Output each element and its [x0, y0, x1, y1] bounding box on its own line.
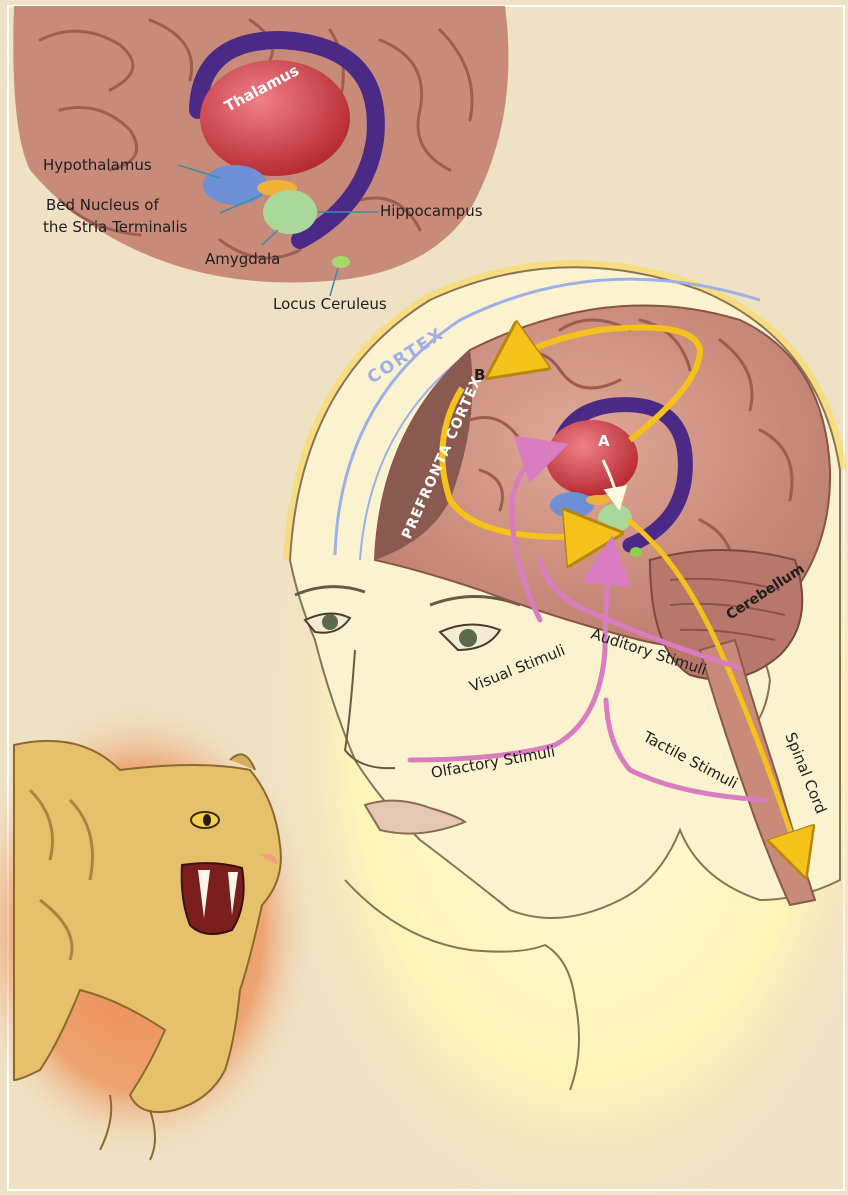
amygdala — [598, 504, 632, 532]
inset-locus-ceruleus — [332, 256, 350, 268]
label-point-a: A — [598, 432, 610, 450]
label-amygdala: Amygdala — [205, 250, 280, 268]
inset-amygdala — [263, 190, 317, 234]
hypothalamus — [550, 492, 594, 518]
label-hippocampus: Hippocampus — [380, 202, 483, 220]
thalamus — [546, 420, 638, 496]
label-locus-ceruleus: Locus Ceruleus — [273, 295, 387, 313]
inset-hypothalamus — [203, 165, 267, 205]
label-hypothalamus: Hypothalamus — [43, 156, 152, 174]
label-bed-nucleus-line2: the Stria Terminalis — [43, 218, 188, 236]
label-bed-nucleus-line1: Bed Nucleus of — [46, 196, 159, 214]
